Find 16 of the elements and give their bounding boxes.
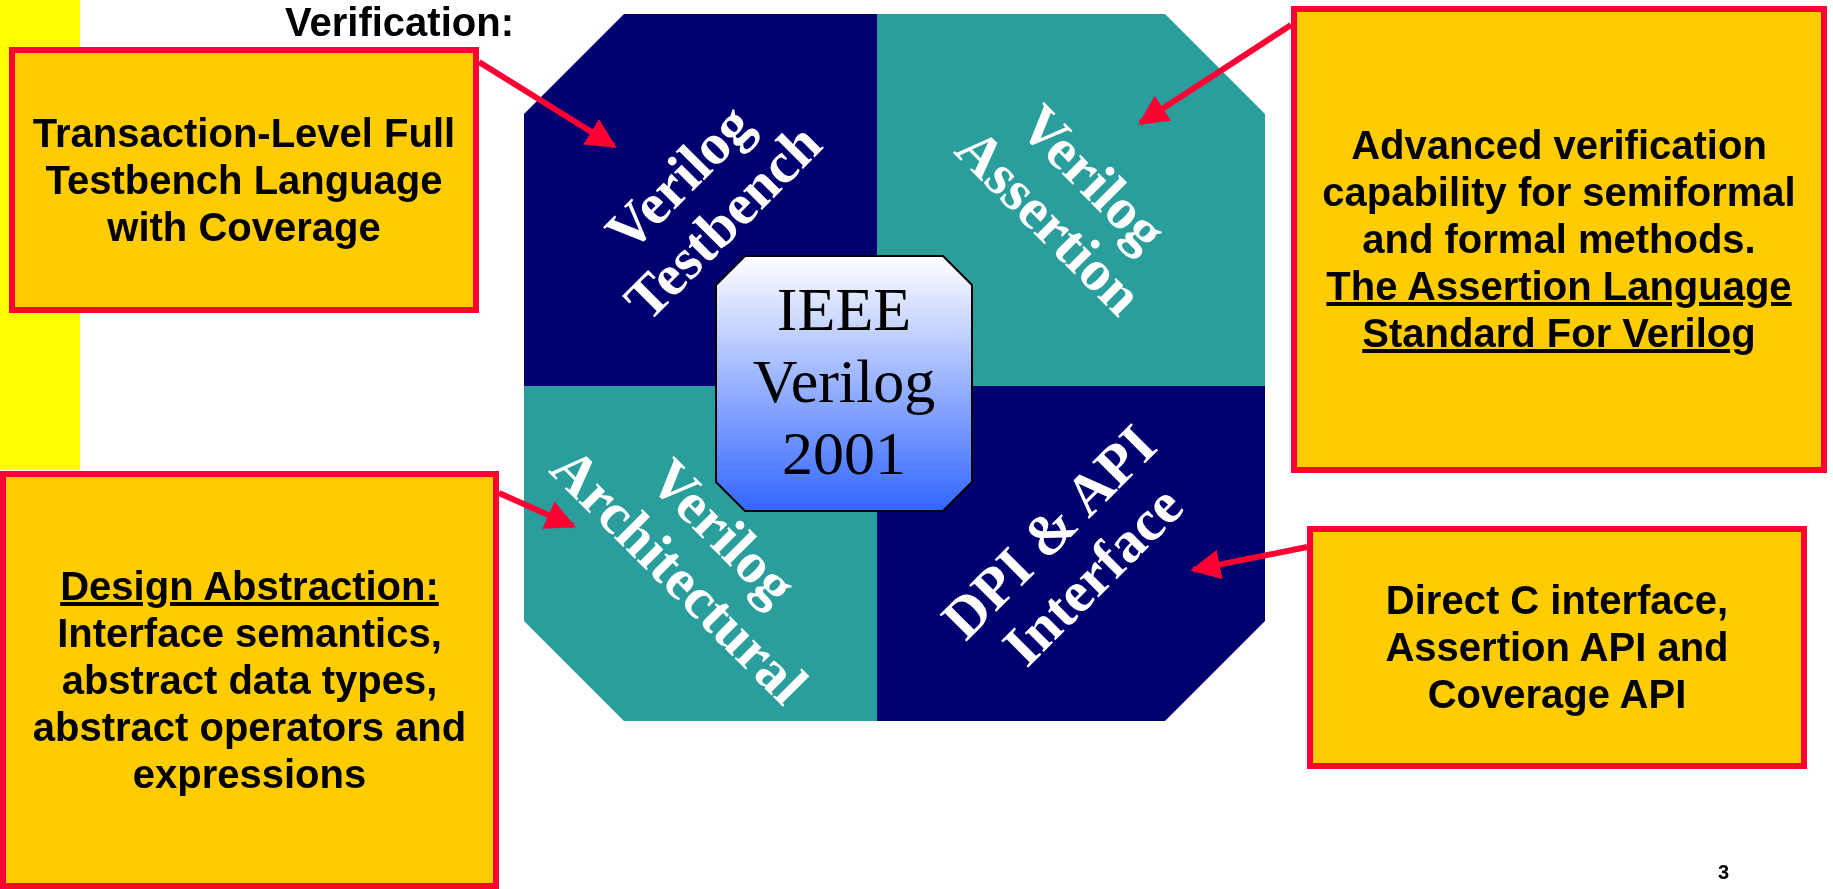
callout-text: Direct C interface, Assertion API and Coverage API	[1384, 577, 1730, 718]
callout-box	[1291, 6, 1827, 473]
slide-title: Verification:	[285, 0, 514, 44]
callout-box	[1307, 526, 1807, 769]
callout-text: Design Abstraction:	[60, 562, 439, 610]
callout-text: The Assertion Language Standard For Verilog	[1325, 263, 1793, 357]
callout-text: Interface semantics, abstract data types, abstract operators and expressions	[31, 609, 468, 798]
page-number: 3	[1718, 860, 1730, 884]
arrow	[1137, 22, 1293, 126]
callout-text: Advanced verification capability for semiformal and formal methods.	[1321, 122, 1797, 263]
arrow	[477, 59, 617, 149]
callout-box	[9, 47, 479, 313]
arrow	[1190, 544, 1308, 580]
callout-box	[0, 471, 499, 889]
callout-text: Transaction-Level Full Testbench Language with Coverage	[31, 109, 457, 251]
arrow	[497, 490, 576, 529]
